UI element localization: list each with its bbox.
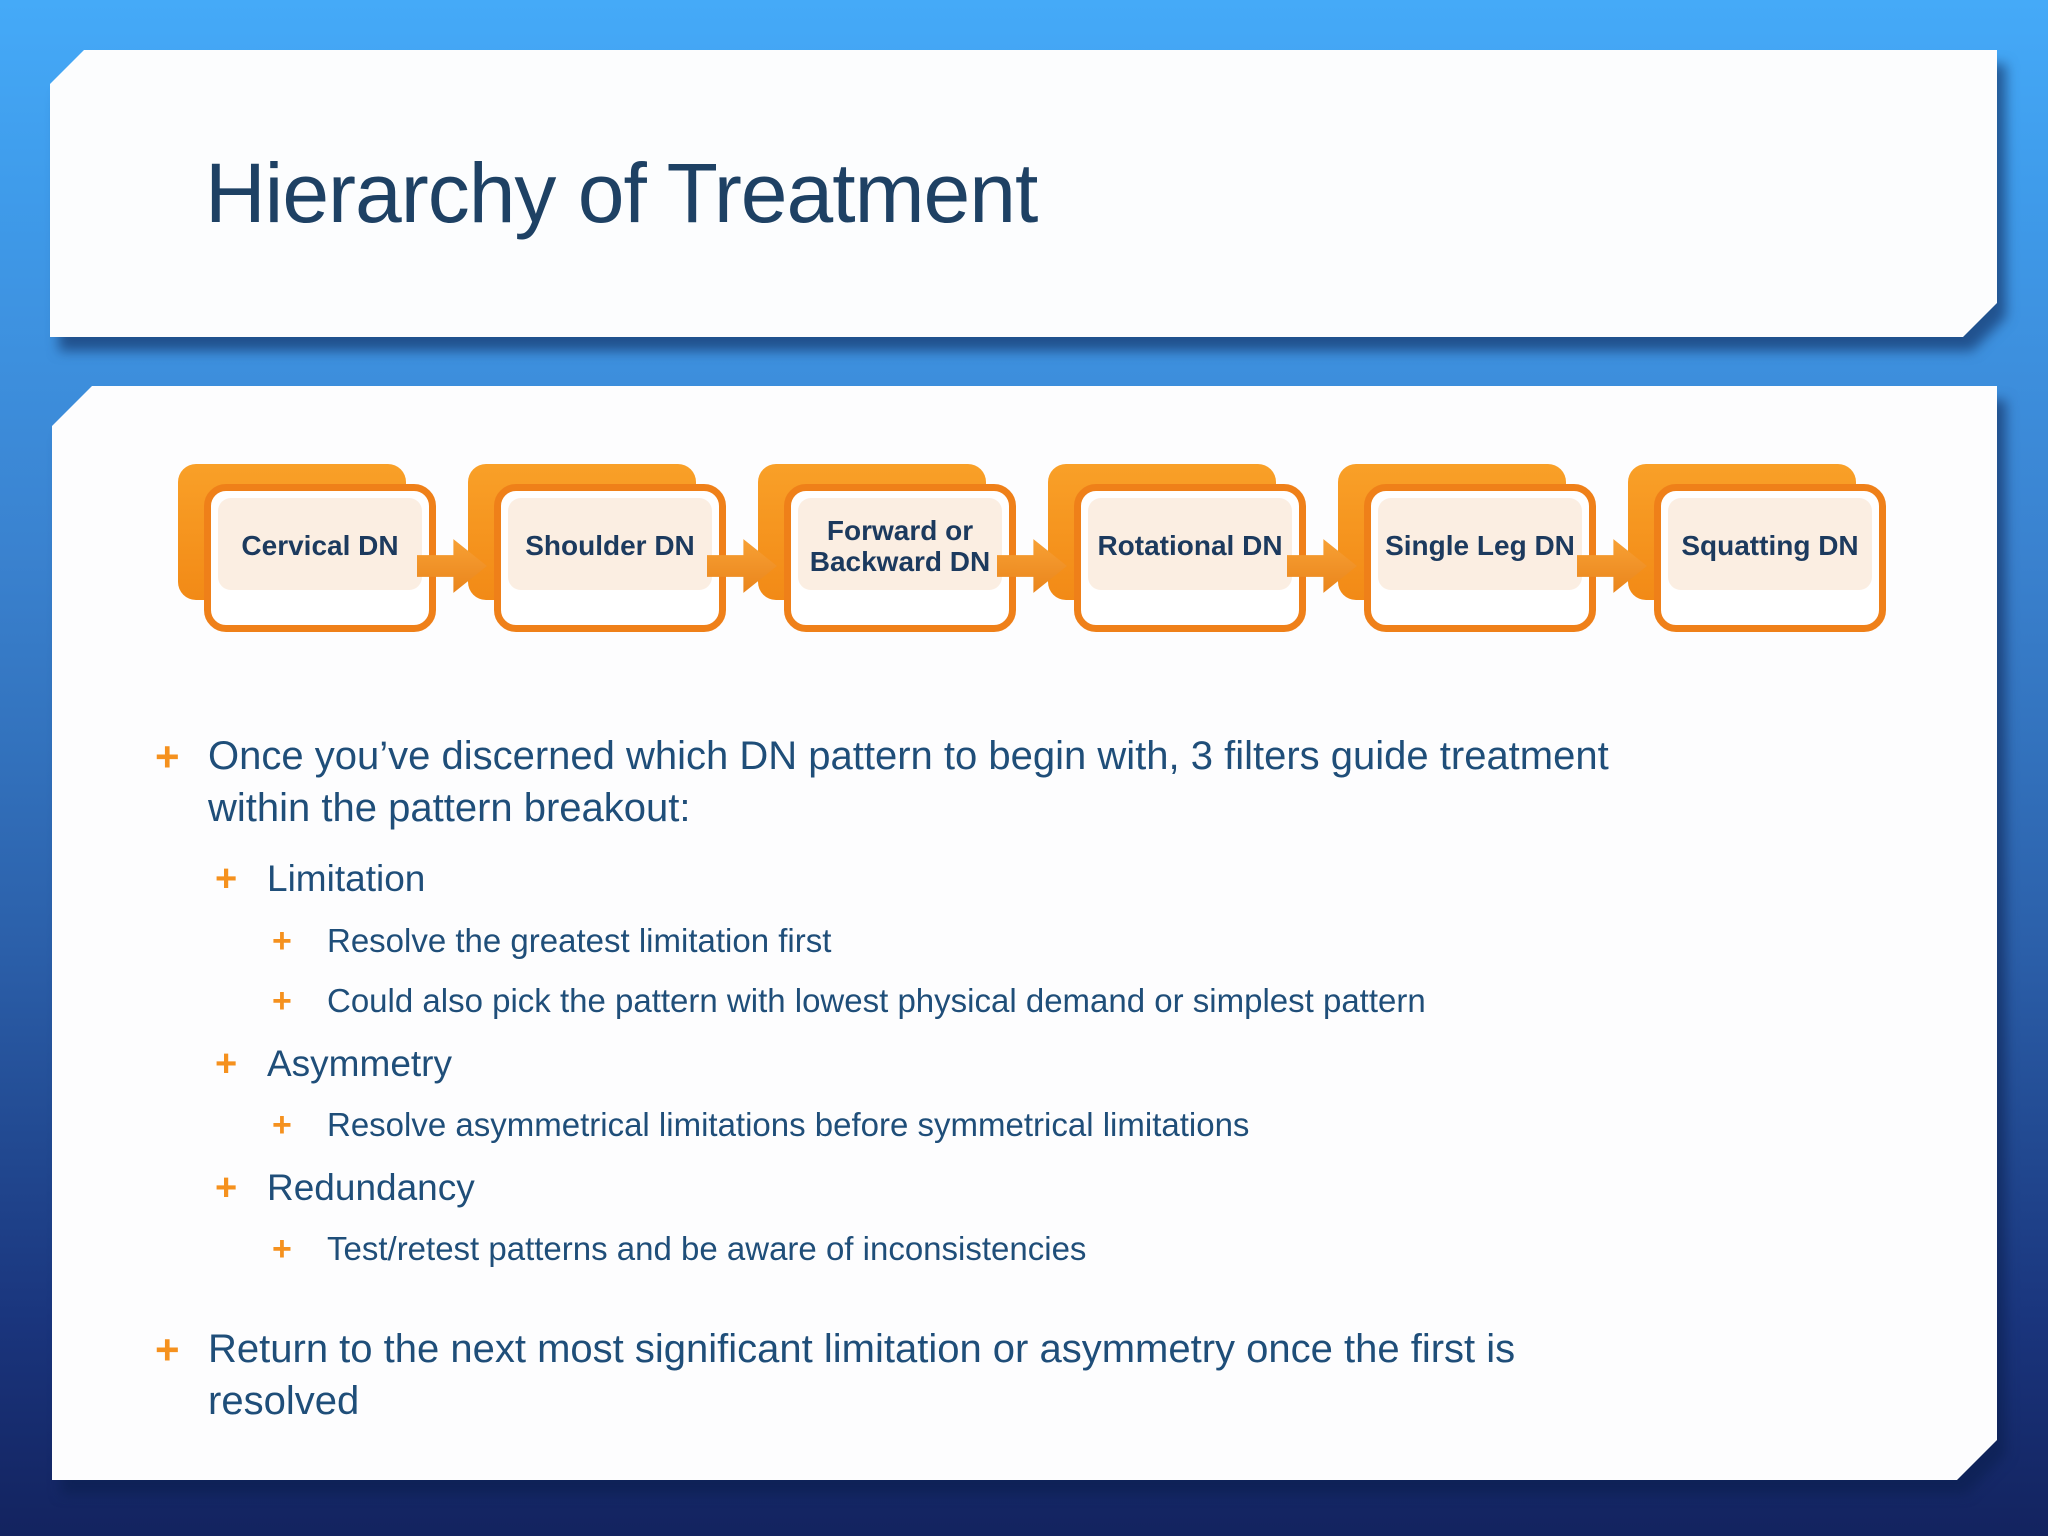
bullet-item: + Limitation [215, 856, 1937, 904]
flow-step-forward-backward-dn: Forward or Backward DN [758, 464, 1016, 632]
bullet-text: Redundancy [267, 1166, 475, 1208]
bullet-text: Limitation [267, 858, 426, 899]
bullet-item: + Redundancy [215, 1165, 1937, 1213]
flow-step-shoulder-dn: Shoulder DN [468, 464, 726, 632]
flow-step-label: Single Leg DN [1385, 530, 1575, 562]
bullet-list: + Once you’ve discerned which DN pattern… [155, 730, 1937, 1427]
bullet-text: Resolve the greatest limitation first [327, 921, 832, 959]
bullet-item: + Could also pick the pattern with lowes… [272, 980, 1937, 1023]
bullet-text: Test/retest patterns and be aware of inc… [327, 1230, 1087, 1267]
plus-bullet-icon: + [155, 1325, 180, 1373]
bullet-text: Could also pick the pattern with lowest … [327, 982, 1426, 1019]
bullet-text: Asymmetry [267, 1042, 452, 1084]
flow-step-front: Cervical DN [204, 484, 436, 632]
flow-step-label: Cervical DN [241, 530, 399, 562]
bullet-item: + Resolve asymmetrical limitations befor… [272, 1104, 1937, 1147]
plus-bullet-icon: + [215, 1042, 238, 1085]
title-banner: Hierarchy of Treatment [50, 50, 1997, 337]
bullet-text: Resolve asymmetrical limitations before … [327, 1106, 1250, 1143]
flow-step-single-leg-dn: Single Leg DN [1338, 464, 1596, 632]
flow-step-inner-fill [1668, 498, 1872, 590]
flow-step-inner-fill [218, 498, 422, 590]
flow-step-label: Rotational DN [1097, 530, 1283, 562]
plus-bullet-icon: + [272, 1106, 292, 1144]
flow-step-front: Forward or Backward DN [784, 484, 1016, 632]
bullet-item: + Return to the next most significant li… [155, 1323, 1937, 1427]
flow-step-inner-fill [1088, 498, 1292, 590]
plus-bullet-icon: + [272, 921, 292, 960]
flow-step-front: Shoulder DN [494, 484, 726, 632]
content-panel: Cervical DN Shoulder DN Fo [52, 386, 1997, 1480]
plus-bullet-icon: + [215, 1166, 238, 1209]
bullet-text: Once you’ve discerned which DN pattern t… [208, 734, 1609, 830]
bullet-item: + Test/retest patterns and be aware of i… [272, 1228, 1937, 1271]
flow-step-inner-fill [798, 498, 1002, 590]
flow-step-label: Forward or Backward DN [809, 514, 991, 577]
plus-bullet-icon: + [155, 733, 180, 780]
plus-bullet-icon: + [272, 982, 292, 1020]
flow-step-label: Shoulder DN [525, 530, 695, 562]
flow-step-inner-fill [1378, 498, 1582, 590]
content-panel-shadow: Cervical DN Shoulder DN Fo [52, 386, 1997, 1480]
bullet-text: Return to the next most significant limi… [208, 1326, 1516, 1423]
flow-step-front: Squatting DN [1654, 484, 1886, 632]
bullet-item: + Asymmetry [215, 1041, 1937, 1089]
flow-step-squatting-dn: Squatting DN [1628, 464, 1886, 632]
title-banner-shadow: Hierarchy of Treatment [50, 50, 1997, 337]
flow-step-rotational-dn: Rotational DN [1048, 464, 1306, 632]
page-title: Hierarchy of Treatment [205, 146, 1038, 240]
flow-step-front: Rotational DN [1074, 484, 1306, 632]
flow-step-inner-fill [508, 498, 712, 590]
flow-step-cervical-dn: Cervical DN [178, 464, 436, 632]
plus-bullet-icon: + [272, 1230, 292, 1268]
bullet-item: + Once you’ve discerned which DN pattern… [155, 730, 1937, 834]
flow-diagram: Cervical DN Shoulder DN Fo [178, 464, 1889, 634]
flow-step-label: Squatting DN [1681, 530, 1859, 562]
flow-step-front: Single Leg DN [1364, 484, 1596, 632]
bullet-item: + Resolve the greatest limitation first [272, 920, 1937, 963]
plus-bullet-icon: + [215, 858, 238, 900]
